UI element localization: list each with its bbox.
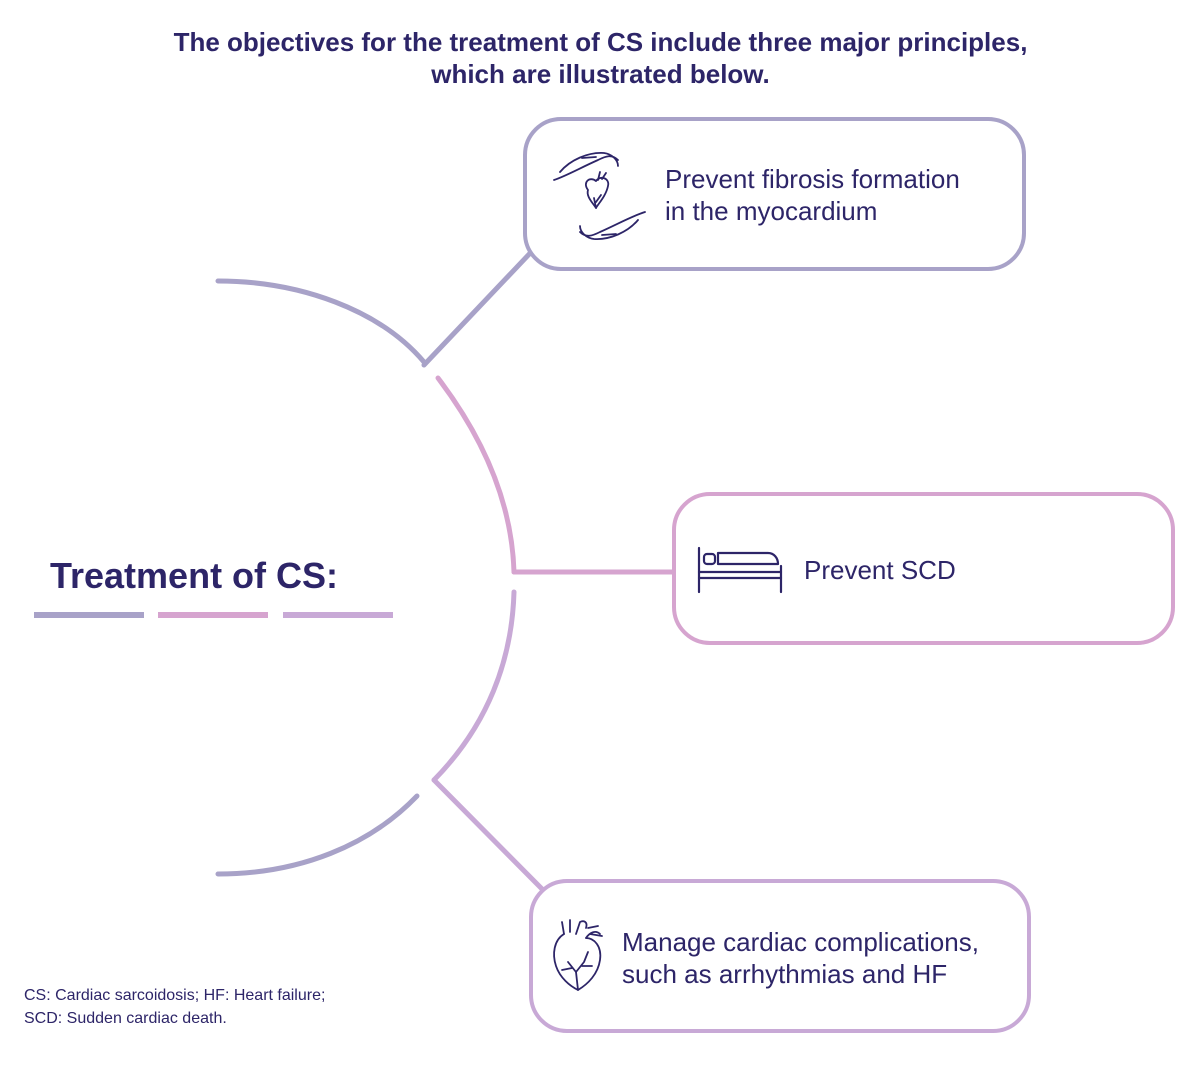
- arc-segment-top: [215, 278, 427, 365]
- objective-scd-line-1: Prevent SCD: [804, 555, 956, 585]
- objective-box-scd: [672, 492, 1175, 645]
- objective-box-fibrosis: [523, 117, 1026, 271]
- title-underline-mauve: [283, 612, 393, 618]
- header-line-1: The objectives for the treatment of CS i…: [173, 27, 1028, 57]
- footnote-line-2: SCD: Sudden cardiac death.: [24, 1010, 227, 1027]
- main-title: Treatment of CS:: [50, 555, 339, 596]
- arc-segment-lower: [431, 589, 517, 783]
- title-underline-lavender: [34, 612, 144, 618]
- objective-complications-line-2: such as arrhythmias and HF: [622, 959, 948, 989]
- bed-icon: [696, 546, 784, 599]
- objective-complications-line-1: Manage cardiac complications,: [622, 927, 979, 957]
- header-text: The objectives for the treatment of CS i…: [0, 26, 1201, 90]
- hands-protecting-heart-icon: [552, 150, 647, 250]
- header-line-2: which are illustrated below.: [431, 59, 770, 89]
- objective-box-complications: [529, 879, 1031, 1033]
- objective-label-fibrosis: Prevent fibrosis formation in the myocar…: [665, 163, 960, 227]
- footnote-line-1: CS: Cardiac sarcoidosis; HF: Heart failu…: [24, 987, 326, 1004]
- objective-fibrosis-line-1: Prevent fibrosis formation: [665, 164, 960, 194]
- connector-bottom: [431, 777, 549, 896]
- arc-segment-middle: [435, 375, 517, 575]
- connector-top: [421, 245, 538, 368]
- footnote: CS: Cardiac sarcoidosis; HF: Heart failu…: [24, 984, 325, 1030]
- objective-label-complications: Manage cardiac complications, such as ar…: [622, 926, 979, 990]
- objective-label-scd: Prevent SCD: [804, 554, 956, 586]
- anatomical-heart-icon: [550, 918, 608, 997]
- objective-fibrosis-line-2: in the myocardium: [665, 196, 878, 226]
- arc-segment-bottom: [215, 793, 420, 877]
- title-underline-pink: [158, 612, 268, 618]
